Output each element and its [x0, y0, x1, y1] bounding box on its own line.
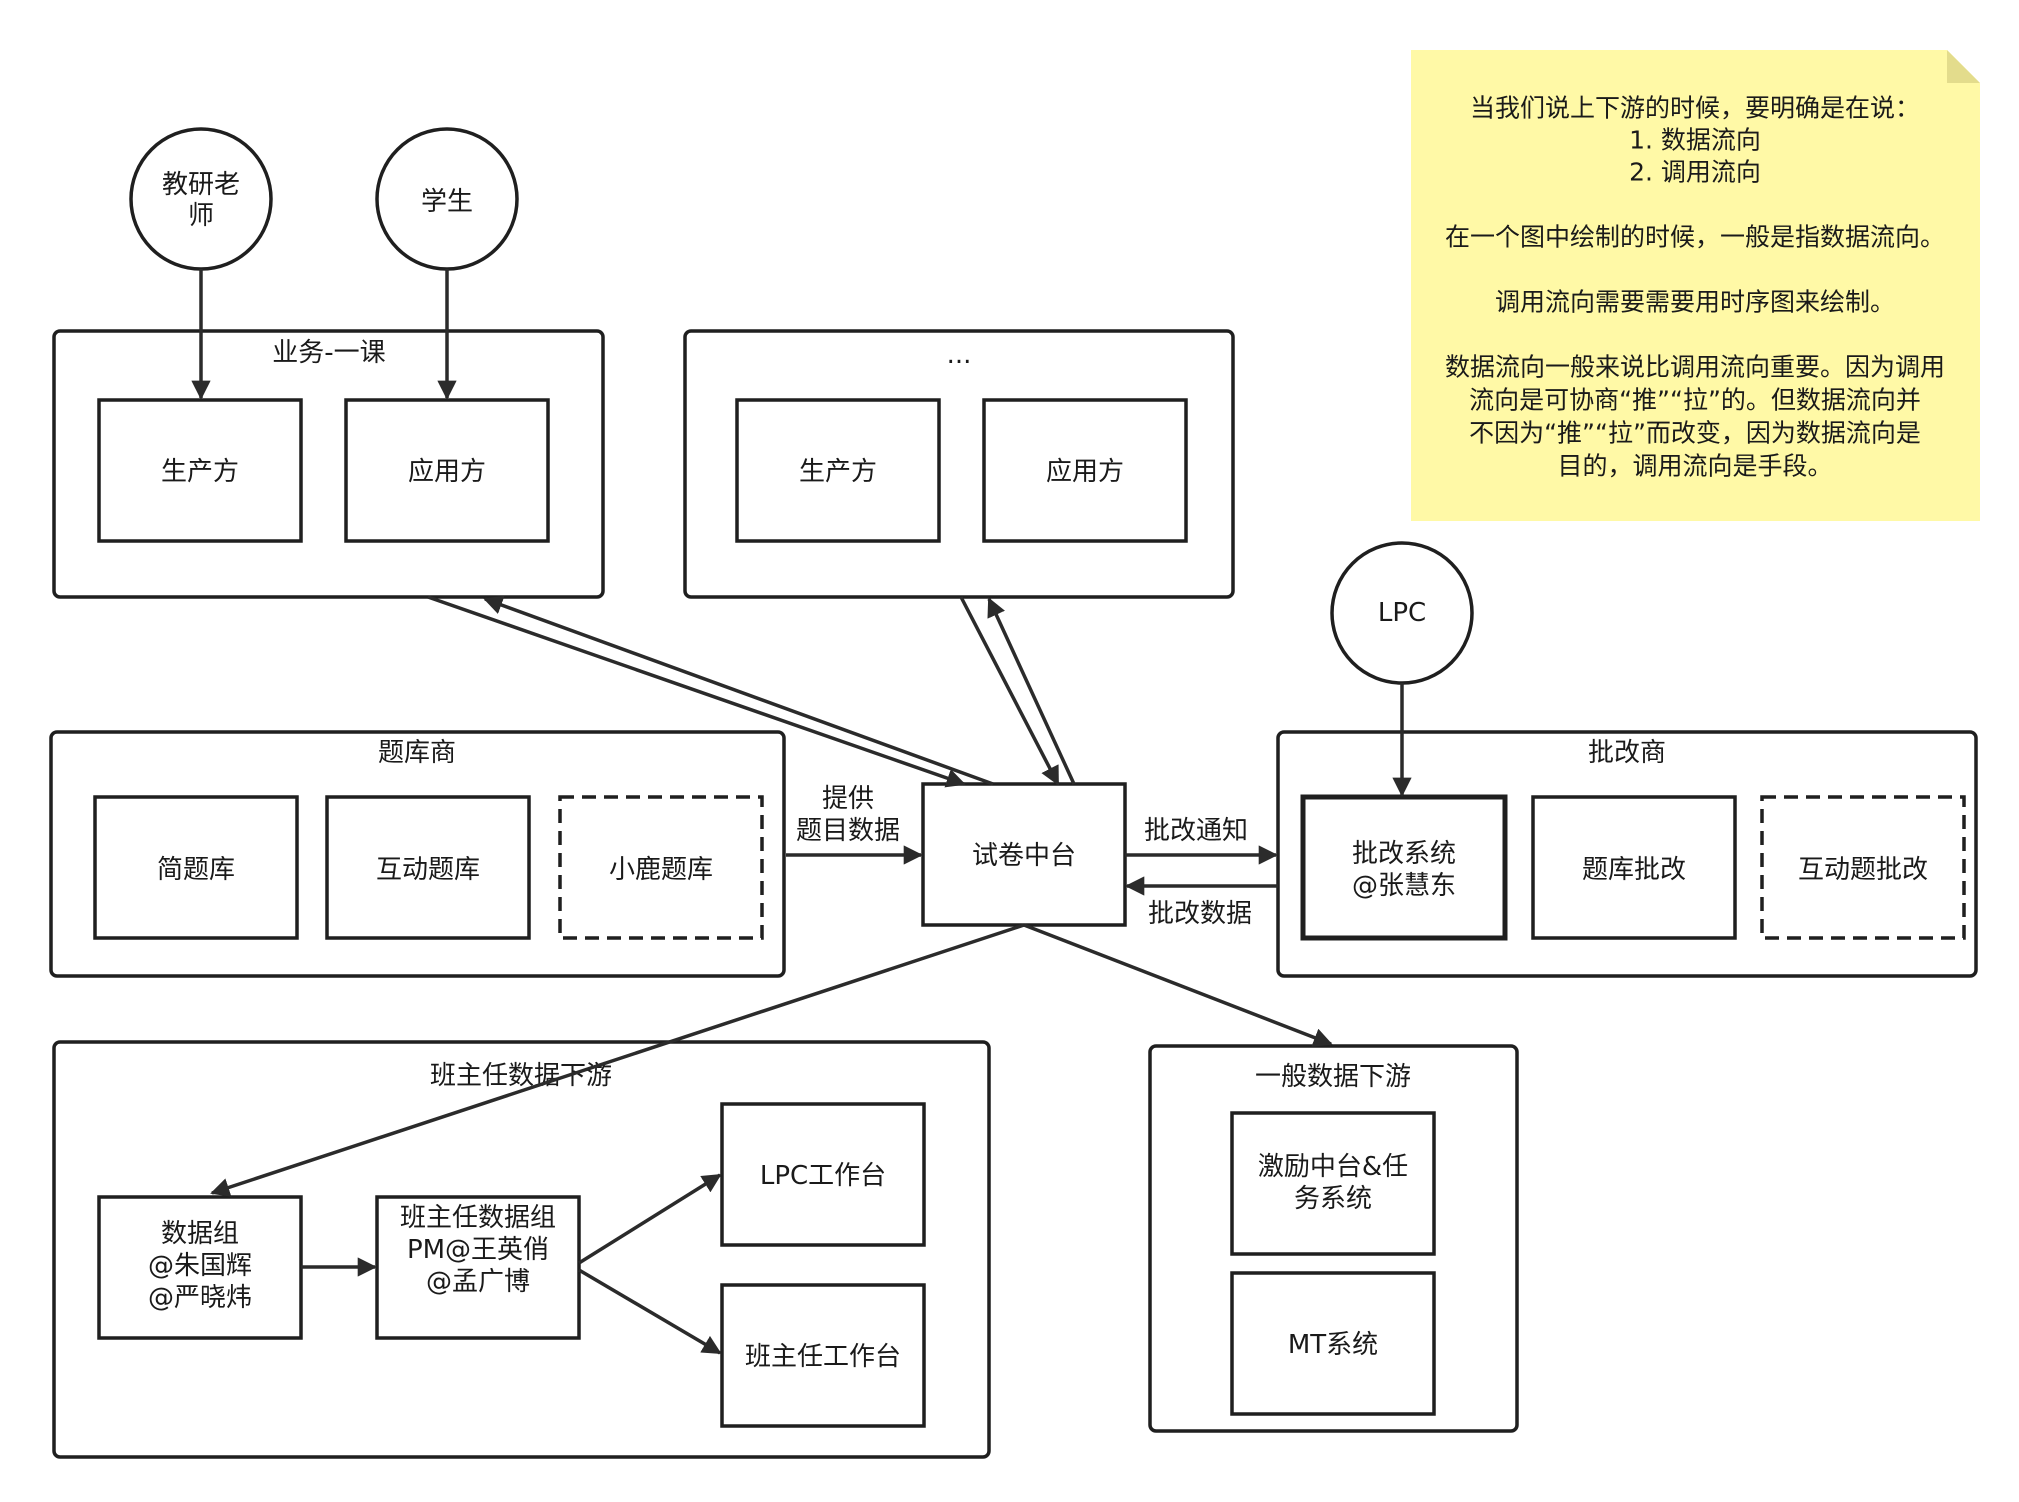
group-general-title: 一般数据下游 — [1255, 1062, 1411, 1092]
actor-teacher: 教研老 师 — [129, 127, 273, 271]
note-line: 调用流向需要需要用时序图来绘制。 — [1495, 288, 1895, 317]
actor-student: 学生 — [375, 127, 519, 271]
edge-label-provide: 提供 — [822, 784, 874, 814]
node-label: 生产方 — [799, 457, 877, 487]
node-grade-system: 批改系统 @张慧东 — [1300, 794, 1508, 941]
edges — [191, 269, 1412, 1355]
group-qbank-title: 题库商 — [378, 738, 456, 768]
note-line: 数据流向一般来说比调用流向重要。因为调用 — [1445, 353, 1945, 382]
node-label: 小鹿题库 — [609, 855, 713, 885]
node-label: 务系统 — [1294, 1184, 1372, 1214]
node-qbank-simple: 简题库 — [93, 795, 299, 940]
edge-bzr-team-to-lpc-bench — [578, 1173, 722, 1265]
node-label: @严晓炜 — [148, 1283, 252, 1313]
node-bzr-team: 班主任数据组 PM@王英俏 @孟广博 — [375, 1195, 581, 1340]
sticky-note: 当我们说上下游的时候，要明确是在说： 1. 数据流向 2. 调用流向 在一个图中… — [1411, 50, 1980, 521]
note-line: 目的，调用流向是手段。 — [1557, 452, 1832, 481]
edge-label-notify: 批改通知 — [1144, 816, 1248, 846]
node-qbank-xiaolu: 小鹿题库 — [558, 795, 764, 940]
actor-lpc: LPC — [1330, 541, 1474, 685]
edge-biz-to-center — [427, 595, 966, 788]
note-line: 在一个图中绘制的时候，一般是指数据流向。 — [1445, 223, 1945, 252]
node-label: 批改系统 — [1352, 839, 1456, 869]
group-other-title: ... — [947, 340, 972, 370]
node-bzr-bench: 班主任工作台 — [720, 1283, 926, 1428]
group-biz-title: 业务-一课 — [272, 338, 385, 368]
node-label: LPC工作台 — [760, 1161, 886, 1191]
group-grade-title: 批改商 — [1588, 738, 1666, 768]
node-label: 班主任数据组 — [400, 1203, 556, 1233]
node-label: 数据组 — [161, 1219, 239, 1249]
node-qbank-interactive: 互动题库 — [325, 795, 531, 940]
node-label: 试卷中台 — [972, 841, 1076, 871]
node-grade-interactive: 互动题批改 — [1760, 795, 1966, 940]
node-label: 互动题批改 — [1798, 855, 1928, 885]
edge-label-provide: 题目数据 — [796, 816, 900, 846]
node-mt: MT系统 — [1230, 1271, 1436, 1416]
edge-labels: 提供 题目数据 批改通知 批改数据 — [796, 784, 1252, 929]
edge-other-to-center — [959, 596, 1060, 786]
node-label: @张慧东 — [1352, 871, 1456, 901]
note-line: 1. 数据流向 — [1629, 126, 1761, 155]
node-label: 生产方 — [161, 457, 239, 487]
node-label: 互动题库 — [376, 855, 480, 885]
node-label: 题库批改 — [1582, 855, 1686, 885]
actor-lpc-label: LPC — [1378, 598, 1426, 628]
node-label: @朱国辉 — [148, 1251, 252, 1281]
node-biz-producer: 生产方 — [97, 398, 303, 543]
edge-center-to-general — [1023, 923, 1333, 1047]
node-label: PM@王英俏 — [407, 1235, 549, 1265]
actor-student-label: 学生 — [421, 187, 473, 217]
actor-teacher-label: 师 — [188, 201, 214, 231]
node-label: 班主任工作台 — [745, 1342, 901, 1372]
node-lpc-bench: LPC工作台 — [720, 1102, 926, 1247]
node-grade-qbank: 题库批改 — [1531, 795, 1737, 940]
node-other-consumer: 应用方 — [982, 398, 1188, 543]
node-label: 激励中台&任 — [1258, 1152, 1408, 1182]
node-label: 应用方 — [408, 457, 486, 487]
note-line: 2. 调用流向 — [1629, 158, 1761, 187]
node-data-team: 数据组 @朱国辉 @严晓炜 — [97, 1195, 303, 1340]
group-bzr-title: 班主任数据下游 — [430, 1061, 612, 1091]
node-label: @孟广博 — [426, 1267, 530, 1297]
note-line: 不因为“推”“拉”而改变，因为数据流向是 — [1469, 419, 1921, 448]
node-incentive: 激励中台&任 务系统 — [1230, 1111, 1436, 1256]
edge-bzr-team-to-bzr-bench — [578, 1268, 722, 1355]
actor-teacher-label: 教研老 — [162, 170, 240, 200]
edge-center-to-data-team — [210, 923, 1025, 1197]
node-other-producer: 生产方 — [735, 398, 941, 543]
node-center: 试卷中台 — [921, 782, 1127, 927]
edge-label-grade-data: 批改数据 — [1148, 899, 1252, 929]
note-line: 流向是可协商“推”“拉”的。但数据流向并 — [1469, 386, 1921, 415]
edge-center-to-biz — [483, 595, 994, 786]
node-label: MT系统 — [1288, 1330, 1378, 1360]
note-line: 当我们说上下游的时候，要明确是在说： — [1470, 94, 1920, 123]
edge-center-to-other — [987, 597, 1076, 785]
node-label: 简题库 — [157, 855, 235, 885]
node-label: 应用方 — [1046, 457, 1124, 487]
node-biz-consumer: 应用方 — [344, 398, 550, 543]
